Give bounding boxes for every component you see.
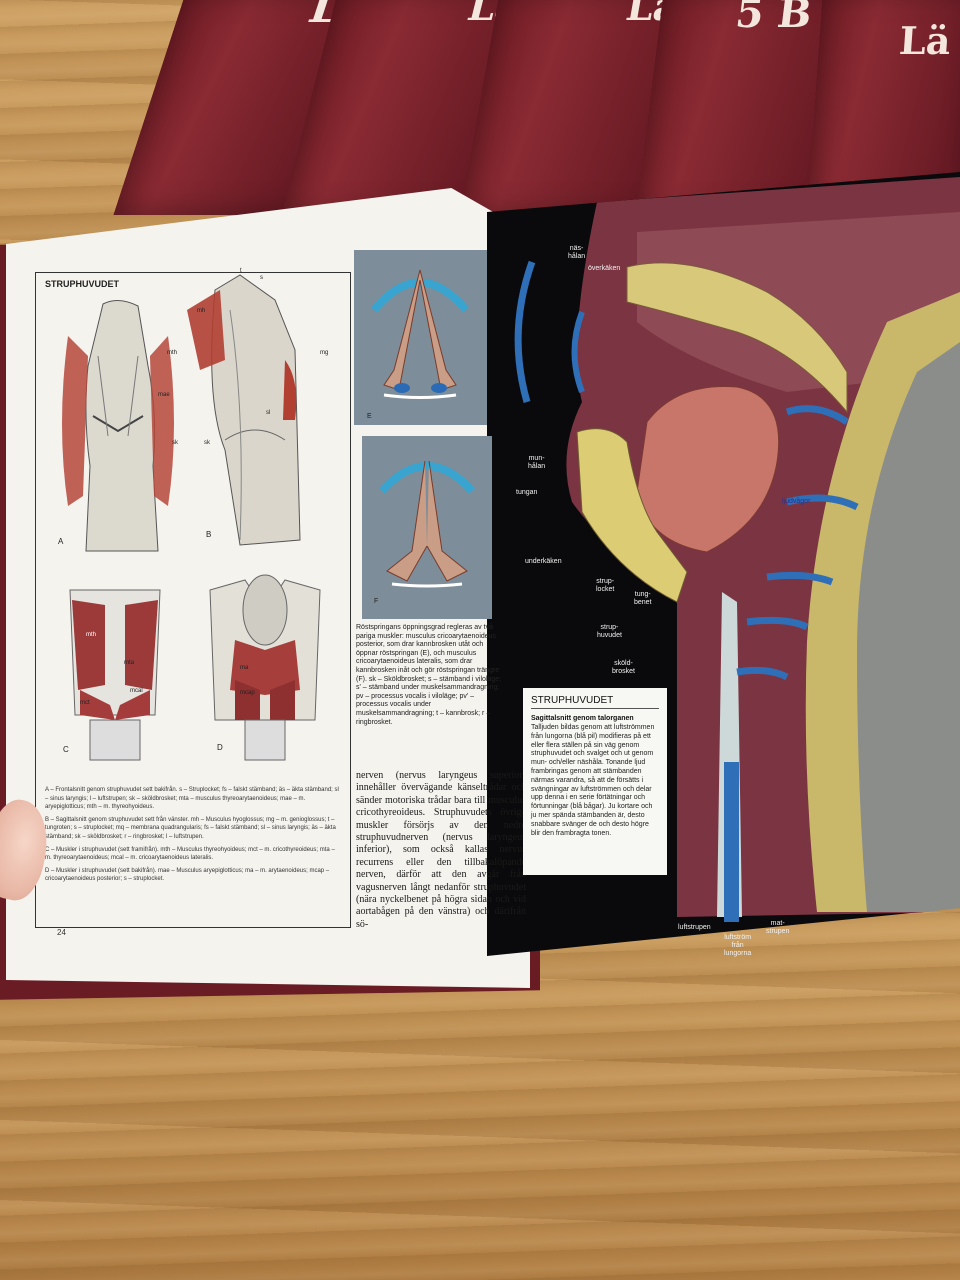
label-overkaken: överkäken xyxy=(588,265,621,272)
body-text: nerven (nervus laryngeus superior) inneh… xyxy=(356,770,526,930)
label-mg: mg xyxy=(320,350,329,356)
label-s: s xyxy=(260,275,263,281)
book-title-5: Lä xyxy=(897,18,953,63)
label-skoldbrosket: sköld- brosket xyxy=(612,660,635,675)
figure-letter-b: B xyxy=(206,530,212,539)
label-mct: mct xyxy=(80,700,90,706)
figure-b-larynx-sagittal xyxy=(187,274,301,546)
inset-letter-f: F xyxy=(374,598,379,605)
page-number: 24 xyxy=(57,928,66,937)
figure-frame xyxy=(35,272,351,928)
caption-b: B – Sagittalsnitt genom struphuvudet set… xyxy=(45,816,336,840)
label-sk: sk xyxy=(172,440,178,446)
label-sk-b: sk xyxy=(204,440,210,446)
info-box-subtitle: Sagittalsnitt genom talorganen xyxy=(531,715,634,722)
label-t: t xyxy=(240,268,242,274)
info-box-text: Talljuden bildas genom att luftströmmen … xyxy=(531,724,655,837)
figure-a-larynx-frontal xyxy=(62,300,174,552)
label-ma: ma xyxy=(240,665,249,671)
inset-e xyxy=(354,250,487,425)
figure-letter-c: C xyxy=(63,745,69,754)
figure-c-larynx-muscles-front xyxy=(69,589,161,761)
label-sl: sl xyxy=(266,410,271,416)
caption-c: C – Muskler i struphuvudet (sett framifr… xyxy=(45,846,335,862)
label-struphuvudet: strup- huvudet xyxy=(597,624,622,639)
figure-letter-a: A xyxy=(58,537,64,546)
label-tungan: tungan xyxy=(516,489,538,496)
label-luftstrupen: luftstrupen xyxy=(678,924,711,931)
label-underkaken: underkäken xyxy=(525,558,562,565)
label-mth-c: mth xyxy=(86,632,97,638)
label-struplocket: strup- locket xyxy=(596,578,615,593)
left-page-heading: STRUPHUVUDET xyxy=(45,279,120,289)
label-luftstrom: luftström från lungorna xyxy=(724,934,752,957)
inset-e-vocal-folds xyxy=(370,269,470,399)
book-title-4: 5 B xyxy=(733,0,815,37)
inset-f xyxy=(362,436,492,619)
label-matstrupen: mat- strupen xyxy=(766,920,790,935)
label-mth: mth xyxy=(167,350,178,356)
figure-d-larynx-muscles-back xyxy=(209,574,321,761)
info-box: STRUPHUVUDET Sagittalsnitt genom talorga… xyxy=(523,688,667,875)
label-ljudvagor: ljudvågor xyxy=(782,498,811,505)
label-munhalan: mun- hålan xyxy=(528,455,546,470)
inset-letter-e: E xyxy=(367,413,372,420)
label-nashalan: näs- hålan xyxy=(568,245,586,260)
inset-caption: Röstspringans öppningsgrad regleras av t… xyxy=(356,624,502,726)
label-mcap: mcap xyxy=(240,690,255,696)
label-mh: mh xyxy=(197,308,206,314)
label-mae: mae xyxy=(158,392,170,398)
label-tungbenet: tung- benet xyxy=(634,591,652,606)
inset-f-vocal-folds xyxy=(379,460,475,588)
label-mta: mta xyxy=(124,660,135,666)
label-mcal: mcal xyxy=(130,688,143,694)
caption-d: D – Muskler i struphuvudet (sett bakifrå… xyxy=(45,867,330,883)
figure-letter-d: D xyxy=(217,743,223,752)
caption-a: A – Frontalsnitt genom struphuvudet sett… xyxy=(45,787,339,811)
figure-captions: A – Frontalsnitt genom struphuvudet sett… xyxy=(45,786,343,888)
info-box-title: STRUPHUVUDET xyxy=(531,695,659,709)
sagittal-section-illustration xyxy=(514,177,960,922)
